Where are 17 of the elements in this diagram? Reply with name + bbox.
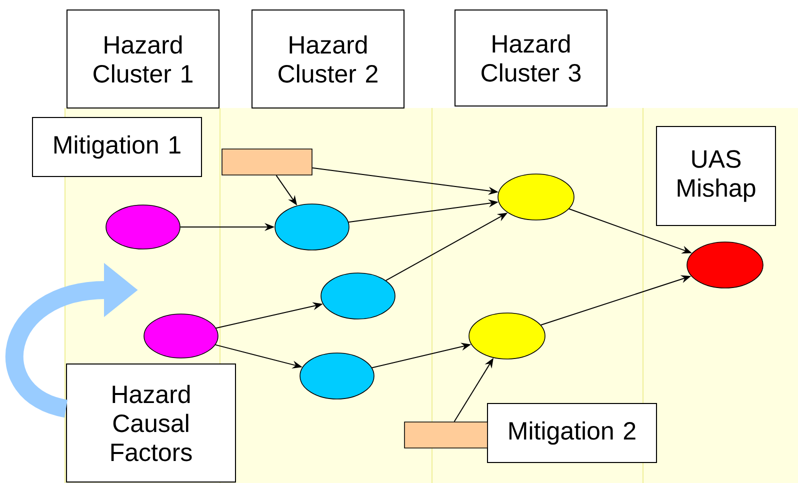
ellipse-node (686, 242, 764, 288)
text-box: Mitigation 1 (32, 117, 202, 177)
ellipse-node (320, 272, 396, 320)
ellipse-node (468, 312, 546, 360)
rectangle-node (404, 422, 488, 448)
text-box: Hazard Cluster 3 (454, 10, 608, 106)
text-box: Hazard Cluster 1 (66, 10, 220, 108)
text-box: Hazard Causal Factors (66, 364, 236, 482)
text-box: Mitigation 2 (487, 403, 657, 463)
ellipse-node (144, 314, 218, 358)
rectangle-node (222, 148, 312, 176)
ellipse-node (274, 204, 350, 250)
text-box: UAS Mishap (656, 126, 776, 226)
ellipse-node (498, 174, 574, 220)
ellipse-node (300, 352, 374, 400)
text-box: Hazard Cluster 2 (252, 10, 404, 108)
ellipse-node (106, 204, 180, 250)
